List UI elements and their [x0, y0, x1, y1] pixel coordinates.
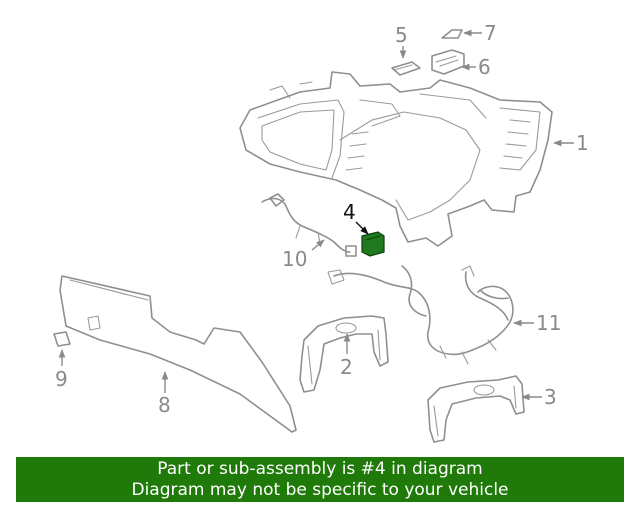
callout-8: 8: [158, 371, 171, 417]
svg-text:4: 4: [343, 200, 356, 224]
part-5-pad: [391, 61, 421, 76]
callout-3: 3: [521, 385, 557, 409]
svg-text:1: 1: [576, 131, 589, 155]
part-3-bracket: [427, 375, 525, 443]
svg-text:11: 11: [536, 311, 561, 335]
part-9-clip: [53, 331, 71, 347]
callout-5: 5: [395, 23, 408, 59]
callout-10: 10: [282, 239, 325, 271]
svg-text:7: 7: [484, 21, 497, 45]
svg-text:8: 8: [158, 393, 171, 417]
svg-text:5: 5: [395, 23, 408, 47]
svg-text:9: 9: [55, 367, 68, 391]
parts-diagram: 1 2 3 4 5 6 7 8 9 10 11: [53, 21, 589, 443]
diagram-notice-banner: Part or sub-assembly is #4 in diagram Di…: [16, 457, 624, 502]
callout-7: 7: [463, 21, 497, 45]
svg-text:10: 10: [282, 247, 307, 271]
part-11-harness: [327, 265, 514, 365]
part-7-clip: [441, 29, 463, 39]
callout-4: 4: [343, 200, 369, 235]
svg-text:2: 2: [340, 355, 353, 379]
svg-text:6: 6: [478, 55, 491, 79]
callout-2: 2: [340, 333, 353, 379]
console-body-part: [239, 71, 553, 247]
callout-11: 11: [513, 311, 561, 335]
part-4-module: [361, 231, 385, 257]
callout-1: 1: [553, 131, 589, 155]
banner-line-2: Diagram may not be specific to your vehi…: [131, 480, 509, 500]
part-6-switch: [431, 49, 465, 75]
part-2-bracket: [299, 315, 389, 393]
banner-line-1: Part or sub-assembly is #4 in diagram: [157, 459, 483, 479]
part-10-harness: [261, 193, 357, 257]
callout-6: 6: [461, 55, 491, 79]
svg-text:3: 3: [544, 385, 557, 409]
part-8-panel: [59, 275, 297, 433]
callout-9: 9: [55, 349, 68, 391]
